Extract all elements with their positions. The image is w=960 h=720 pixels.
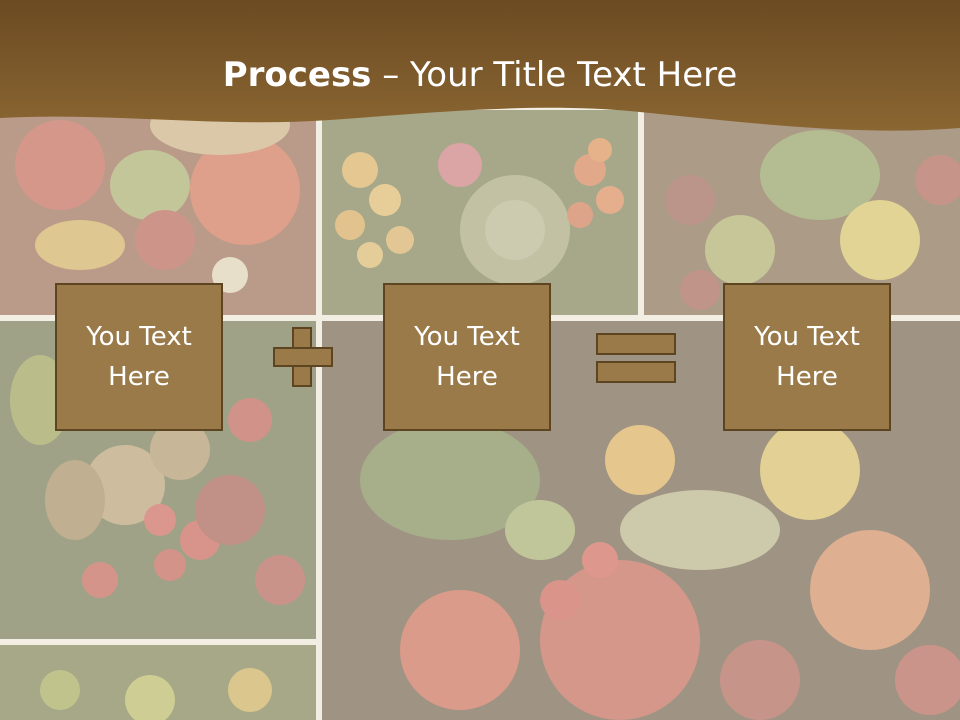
slide-title-rest: – Your Title Text Here bbox=[371, 55, 738, 95]
header-band bbox=[0, 0, 960, 131]
slide-title-bold: Process bbox=[222, 55, 372, 95]
slide-title: Process – Your Title Text Here bbox=[0, 54, 960, 96]
